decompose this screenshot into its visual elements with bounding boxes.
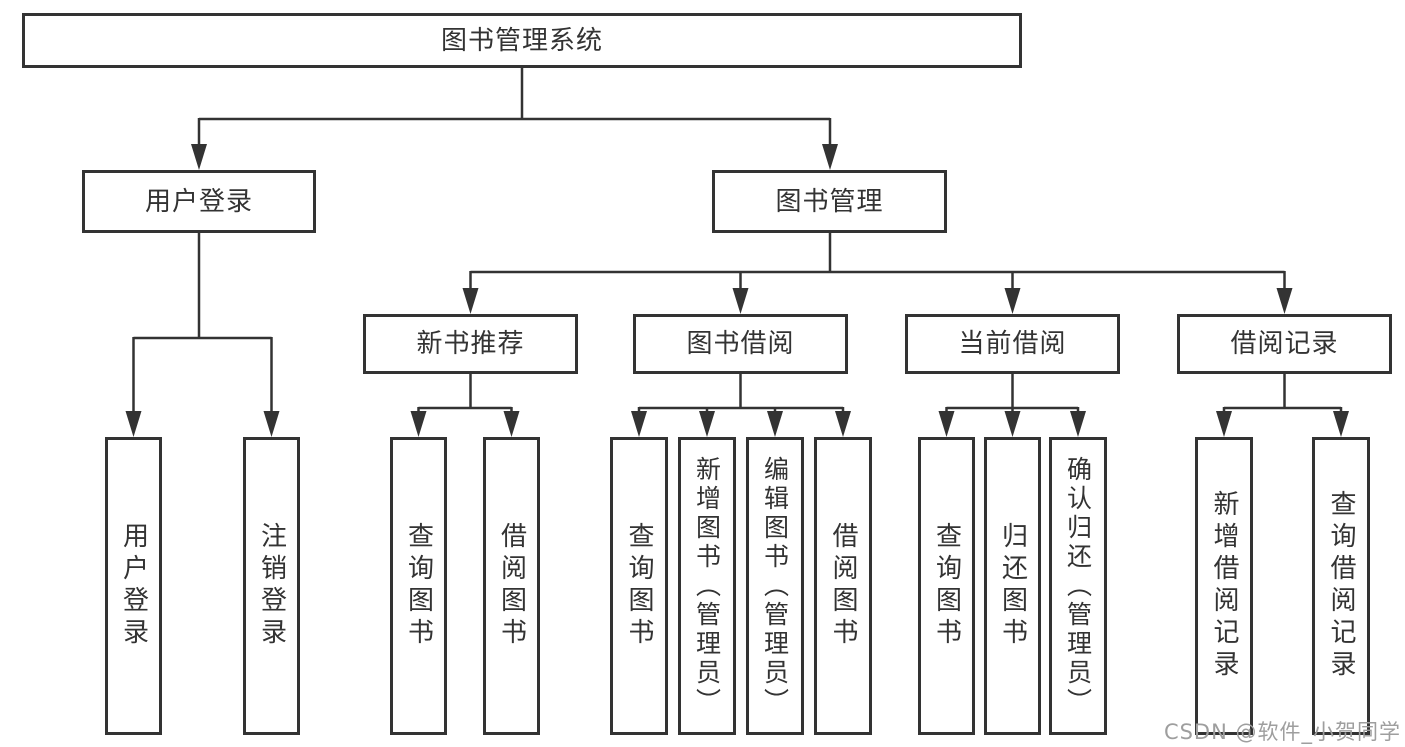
node-current-borrowing: 当前借阅 (905, 314, 1120, 374)
node-new-book-recommend: 新书推荐 (363, 314, 578, 374)
leaf-current-query-books: 查询图书 (918, 437, 975, 735)
leaf-records-add-record: 新增借阅记录 (1195, 437, 1253, 735)
csdn-watermark: CSDN @软件_小贺同学 (1163, 720, 1401, 744)
node-system-root: 图书管理系统 (22, 13, 1022, 68)
leaf-user-login: 用户登录 (105, 437, 162, 735)
leaf-recommend-query-books: 查询图书 (390, 437, 447, 735)
node-book-management: 图书管理 (712, 170, 947, 233)
leaf-borrowing-query-books: 查询图书 (610, 437, 668, 735)
node-borrowing-records: 借阅记录 (1177, 314, 1392, 374)
leaf-borrowing-add-books-admin: 新增图书（管理员） (678, 437, 736, 735)
leaf-current-confirm-return-admin: 确认归还（管理员） (1049, 437, 1107, 735)
leaf-recommend-borrow-books: 借阅图书 (483, 437, 540, 735)
leaf-current-return-books: 归还图书 (984, 437, 1041, 735)
leaf-logout: 注销登录 (243, 437, 300, 735)
node-user-login: 用户登录 (82, 170, 316, 233)
leaf-borrowing-edit-books-admin: 编辑图书（管理员） (746, 437, 804, 735)
leaf-borrowing-borrow-books: 借阅图书 (814, 437, 872, 735)
leaf-records-query-record: 查询借阅记录 (1312, 437, 1370, 735)
node-book-borrowing: 图书借阅 (633, 314, 848, 374)
